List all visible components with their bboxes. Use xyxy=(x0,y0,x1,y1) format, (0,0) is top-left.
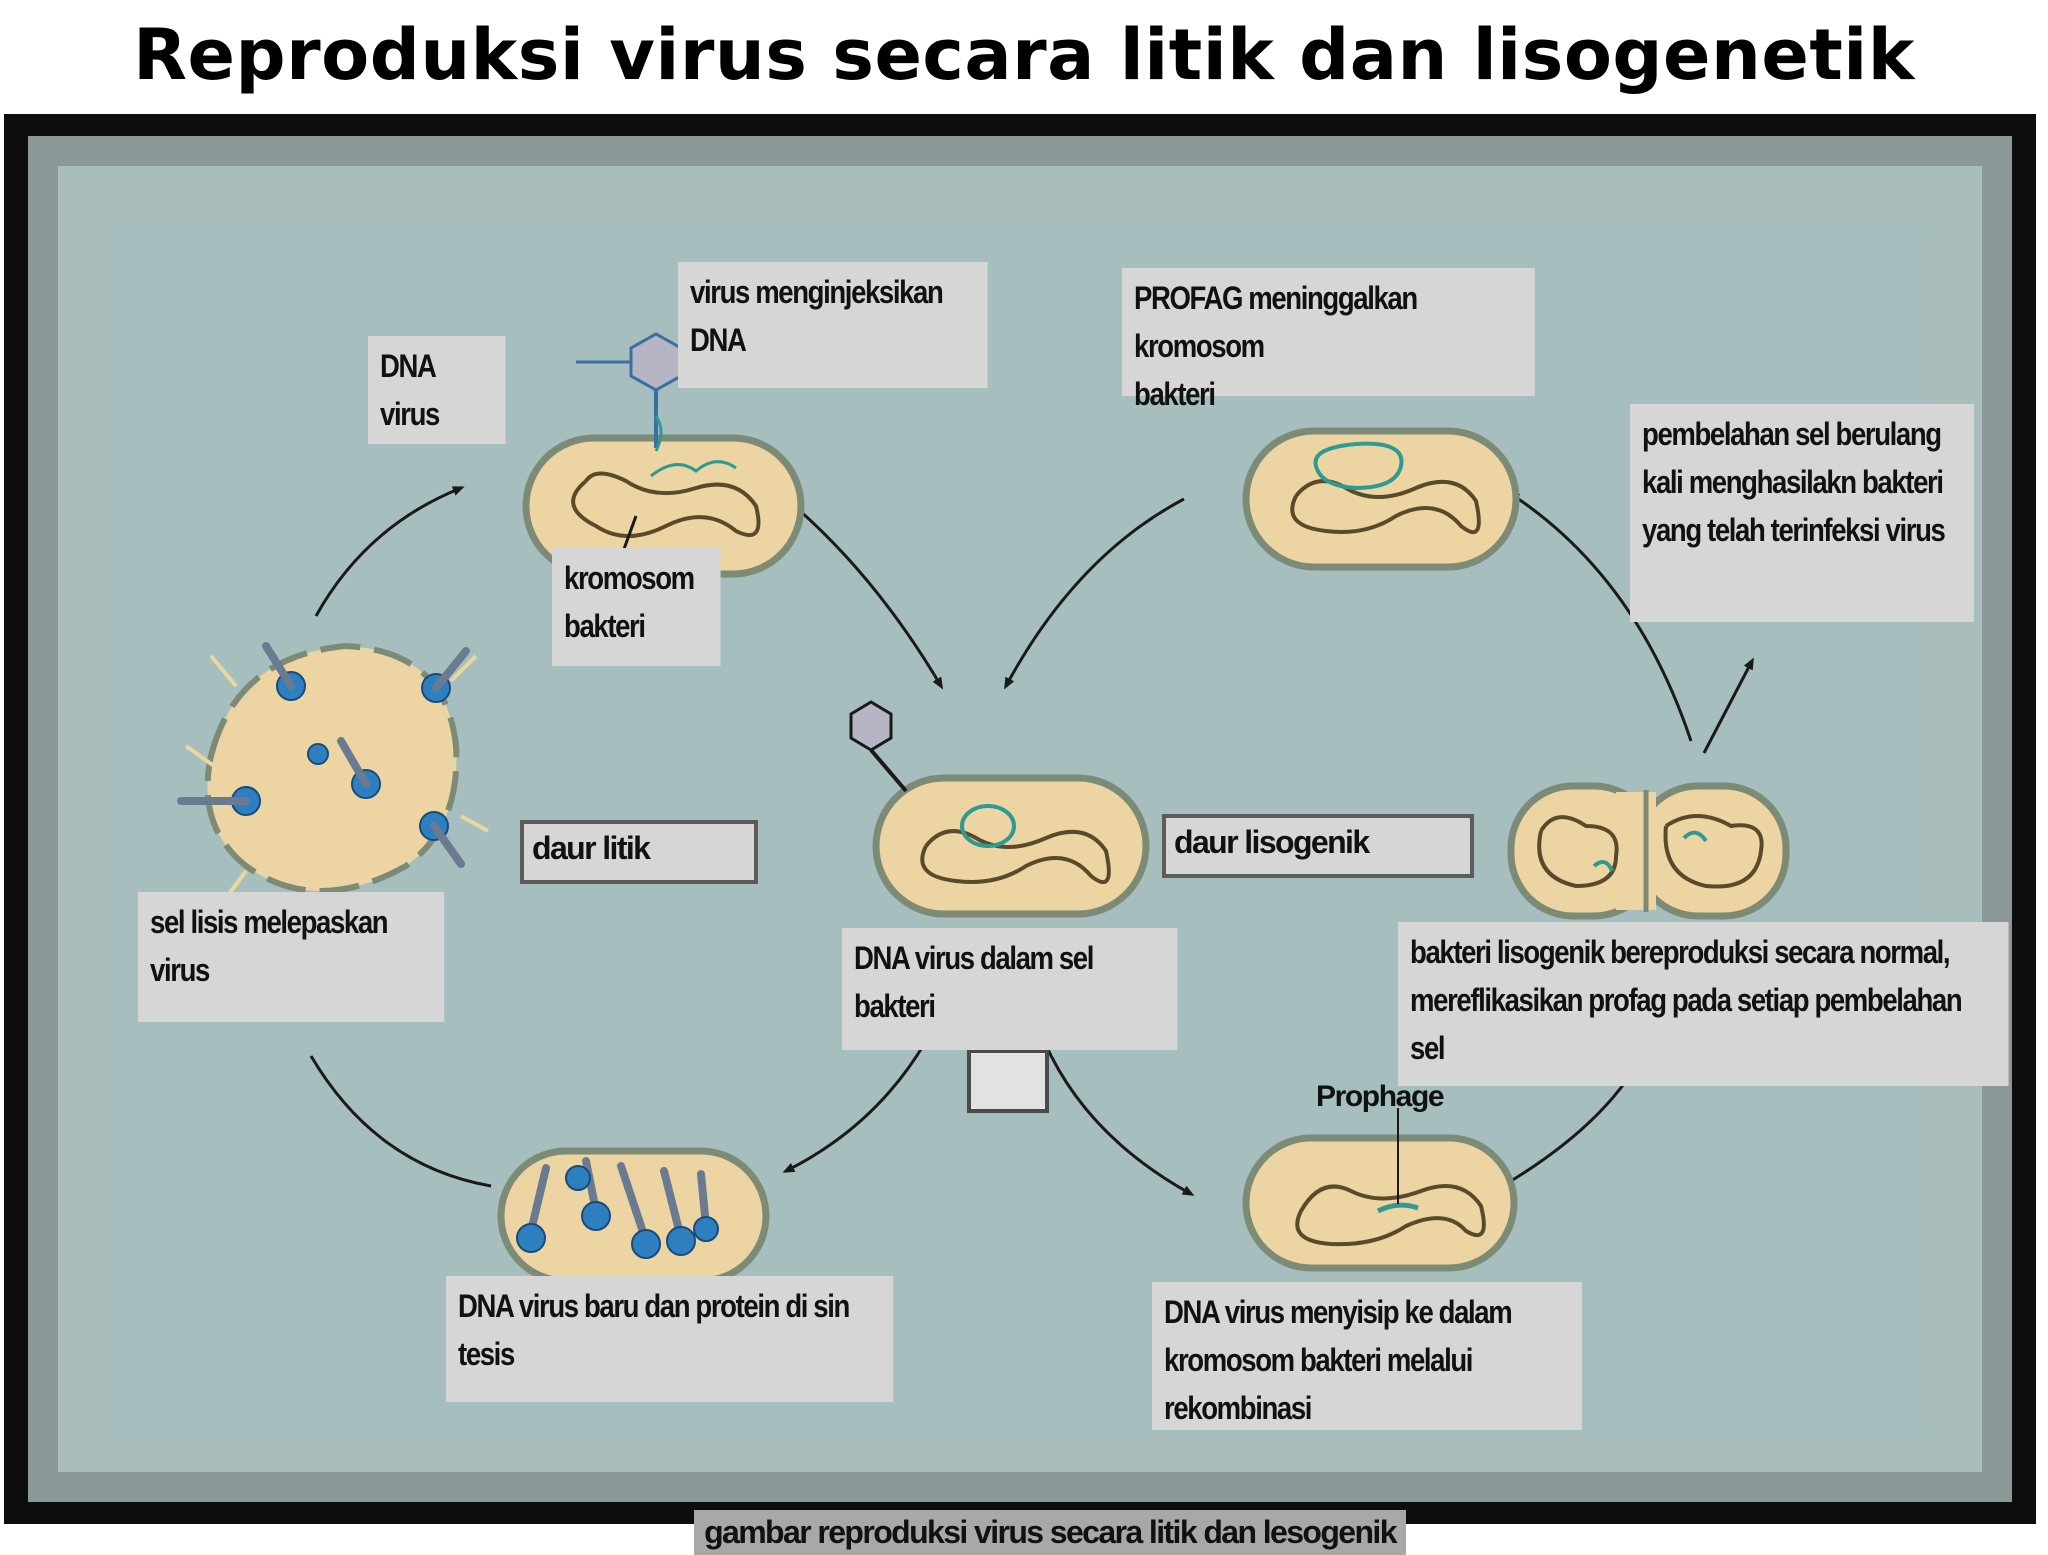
diagram-artwork xyxy=(177,332,1790,1285)
diagram-frame: DNA virus virus menginjeksikan DNA kromo… xyxy=(4,114,2036,1555)
label-dna-in-cell: DNA virus dalam sel bakteri xyxy=(842,928,1178,1050)
label-lysogenic-bacteria: bakteri lisogenik bereproduksi secara no… xyxy=(1398,922,2009,1086)
arrow-profag-to-center xyxy=(1004,497,1185,690)
label-bacterial-chromosome: kromosom bakteri xyxy=(552,548,721,666)
label-repeated-division: pembelahan sel berulang kali menghasilak… xyxy=(1630,404,1974,622)
cell-profag-leaving xyxy=(1242,427,1520,571)
label-cell-lysis: sel lisis melepaskan virus xyxy=(138,892,445,1022)
label-dna-recombination: DNA virus menyisip ke dalam kromosom bak… xyxy=(1152,1282,1582,1430)
cell-synthesis xyxy=(497,1147,770,1285)
arrow-center-to-synthesis xyxy=(782,1040,928,1173)
cell-dividing xyxy=(1507,782,1790,920)
cell-infection xyxy=(522,332,805,578)
diagram-frame-inner: DNA virus virus menginjeksikan DNA kromo… xyxy=(28,136,2012,1555)
cycle-arrows xyxy=(309,486,1754,1196)
cell-prophage xyxy=(1242,1108,1518,1272)
arrow-division-up xyxy=(1702,657,1754,754)
label-lytic-cycle: daur litik xyxy=(520,820,758,884)
label-profag-leaves: PROFAG meninggalkan kromosom bakteri xyxy=(1122,268,1535,412)
label-new-dna-synthesis: DNA virus baru dan protein di sin tesis xyxy=(446,1276,894,1402)
label-prophage: Prophage xyxy=(1316,1080,1445,1113)
arrow-infection-to-center xyxy=(790,501,944,690)
label-virus-injects-dna: virus menginjeksikan DNA xyxy=(678,262,988,388)
caption-text: gambar reproduksi virus secara litik dan… xyxy=(694,1510,1406,1555)
arrow-lysis-to-infection xyxy=(314,486,465,617)
diagram-caption: gambar reproduksi virus secara litik dan… xyxy=(58,1510,2042,1555)
arrow-prophage-to-division xyxy=(1505,1080,1628,1186)
page-title: Reproduksi virus secara litik dan lisoge… xyxy=(133,14,1915,96)
diagram-panel: DNA virus virus menginjeksikan DNA kromo… xyxy=(58,166,2009,1555)
cell-lysis xyxy=(177,642,489,900)
cell-dna-inside xyxy=(849,700,1150,918)
arrow-division-to-profag xyxy=(1507,491,1693,742)
arrow-center-to-prophage xyxy=(1042,1040,1195,1196)
empty-box xyxy=(967,1049,1049,1113)
label-lysogenic-cycle: daur lisogenik xyxy=(1162,814,1474,878)
label-dna-virus: DNA virus xyxy=(368,336,506,444)
virus-reproduction-diagram: DNA virus virus menginjeksikan DNA kromo… xyxy=(116,226,2009,1434)
arrow-synthesis-to-lysis xyxy=(309,1055,492,1188)
